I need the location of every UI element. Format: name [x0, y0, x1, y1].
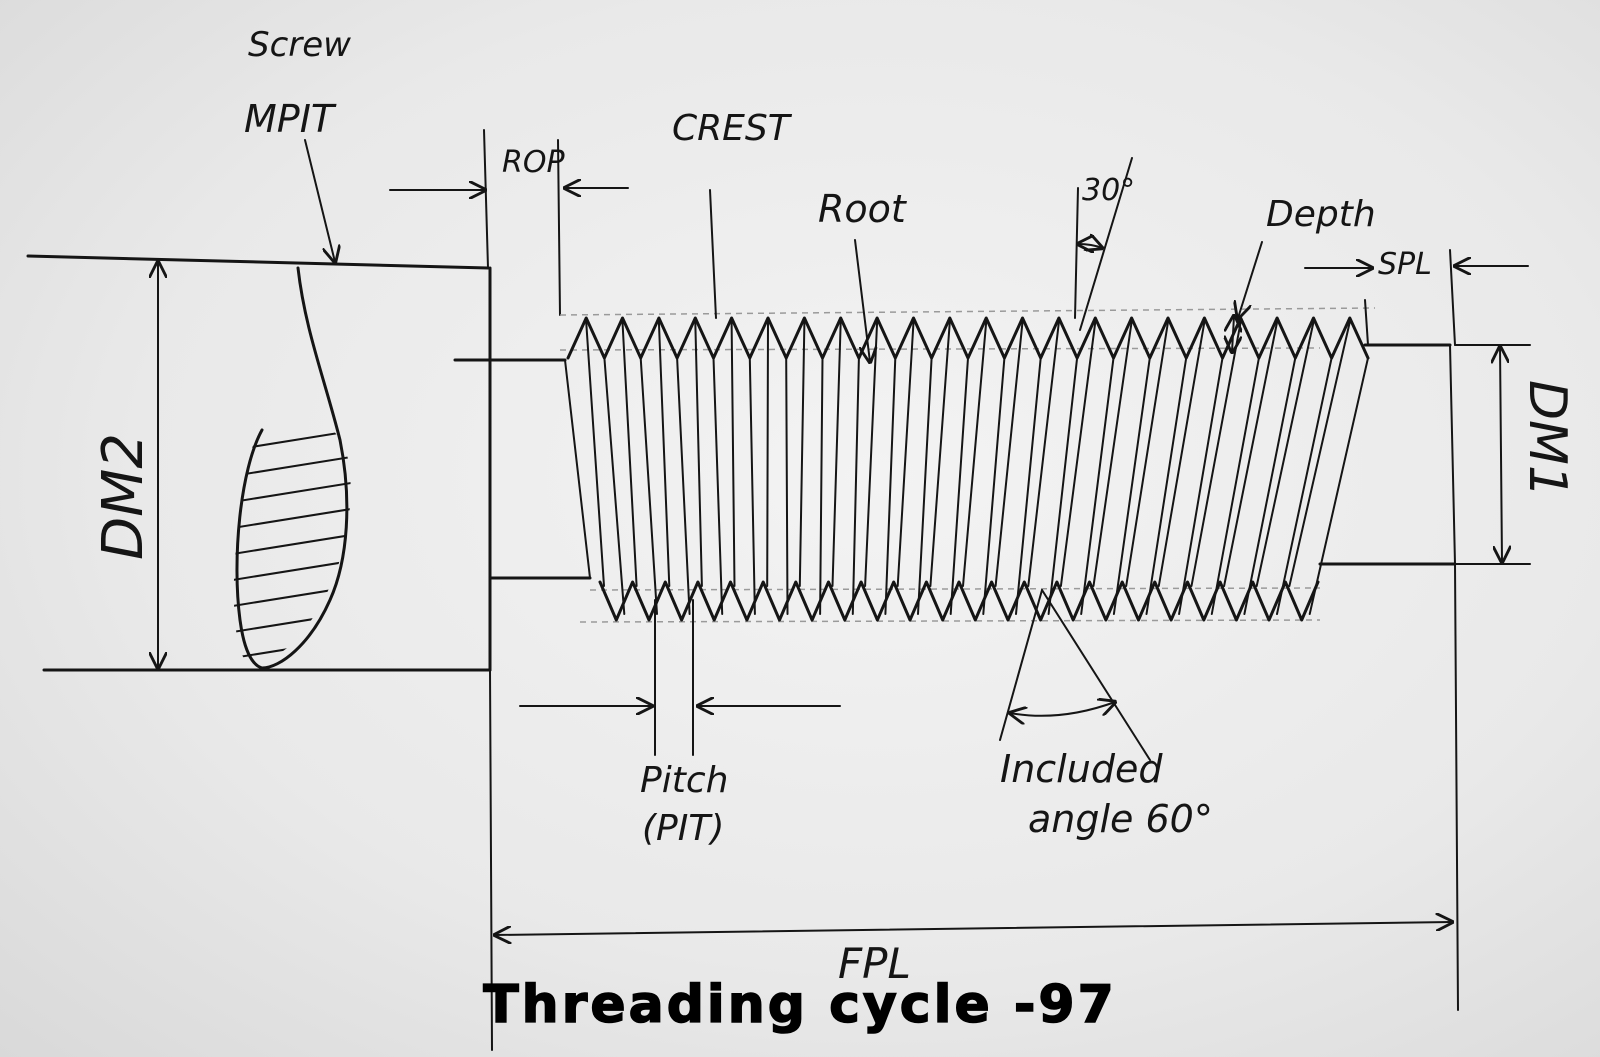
thread-helix-line	[639, 357, 658, 615]
thread-helix-line	[694, 321, 703, 587]
label-pitch: Pitch	[640, 760, 728, 801]
label-spl: SPL	[1378, 247, 1432, 282]
hatch-line	[233, 479, 351, 505]
thread-helix-line	[851, 357, 860, 615]
hatch-line	[233, 609, 351, 635]
thread-helix-line	[748, 357, 756, 615]
thread-helix-line	[1276, 357, 1333, 615]
hatch-line	[233, 557, 351, 583]
hatched-section	[233, 427, 351, 661]
thread-helix-line	[917, 357, 933, 615]
thread-helix-line	[1080, 357, 1115, 615]
thread-helix-line	[1092, 321, 1133, 587]
pitch-dimension	[519, 599, 841, 756]
hatch-line	[233, 453, 351, 479]
thread-helix-line	[1059, 321, 1097, 587]
thread-helix-line	[864, 321, 879, 587]
thread-helix-line	[676, 357, 691, 615]
thread-helix-line	[603, 357, 626, 615]
thread-helix-line	[785, 357, 789, 615]
label-30-degree: 30°	[1082, 173, 1135, 208]
thread-top-profile	[566, 316, 1370, 360]
thread-helix-line	[1243, 357, 1297, 615]
thread-helix-line	[1210, 357, 1260, 615]
label-screw: Screw	[248, 25, 351, 65]
thread-helix-line	[621, 321, 638, 587]
thread-helix-line	[1308, 357, 1369, 615]
root-leader	[854, 239, 870, 362]
thread-helix-line	[994, 321, 1024, 587]
spl-dimension	[1304, 266, 1529, 268]
thread-helix-line	[657, 321, 671, 587]
hatch-line	[233, 505, 351, 531]
thread-helix-line	[1157, 321, 1206, 587]
thread-helix-line	[585, 321, 605, 587]
included-angle-marker	[999, 589, 1151, 761]
label-fpl: FPL	[838, 939, 911, 988]
crest-leader	[709, 189, 717, 319]
thread-helix-line	[896, 321, 915, 587]
shank	[453, 358, 592, 580]
hatch-line	[233, 531, 351, 557]
rop-dimension	[389, 139, 629, 316]
label-mpit: MPIT	[244, 97, 337, 141]
label-pit: (PIT)	[642, 808, 724, 849]
label-included: Included	[1000, 747, 1163, 791]
thread-helix-line	[1112, 357, 1151, 615]
diagram-title: Threading cycle -97	[482, 974, 1117, 1036]
thread-helix-line	[1047, 357, 1079, 615]
label-dm2: DM2	[91, 433, 156, 560]
fpl-dimension	[495, 922, 1452, 935]
thread-helix-line	[831, 321, 842, 587]
angle-30-marker	[1074, 157, 1133, 331]
thread-helix-line	[884, 357, 897, 615]
thread-helix-line	[1223, 321, 1279, 587]
thread-helix-line	[1027, 321, 1060, 587]
thread-helix-line	[1145, 357, 1188, 615]
thread-helix-line	[929, 321, 951, 587]
thread-helix-line	[982, 357, 1006, 615]
stock-body	[26, 129, 493, 1051]
thread-helix-line	[730, 321, 736, 587]
thread-helix-line	[1015, 357, 1042, 615]
label-crest: CREST	[672, 108, 793, 149]
label-angle-60: angle 60°	[1028, 797, 1213, 841]
thread-helix-line	[766, 321, 769, 587]
thread-helix-line	[798, 321, 806, 587]
mpit-leader	[304, 139, 335, 262]
thread-helix-line	[1178, 357, 1224, 615]
dm1-dimension	[1500, 347, 1502, 562]
thread-helix-line	[819, 357, 824, 615]
label-dm1: DM1	[1517, 380, 1577, 498]
label-depth: Depth	[1266, 194, 1376, 235]
hatch-line	[233, 583, 351, 609]
thread-helix-line	[1288, 321, 1351, 587]
right-end	[1318, 249, 1531, 1011]
thread-helix-line	[1125, 321, 1169, 587]
label-rop: ROP	[502, 145, 565, 180]
depth-leader	[1232, 241, 1263, 352]
thread-helix-line	[1190, 321, 1242, 587]
thread-body	[559, 307, 1376, 623]
thread-helix-line	[1255, 321, 1315, 587]
thread-helix-line	[949, 357, 969, 615]
label-root: Root	[818, 187, 908, 231]
thread-bottom-profile	[598, 580, 1320, 622]
thread-helix-line	[712, 357, 724, 615]
hatch-line	[233, 427, 351, 453]
thread-helix-line	[962, 321, 988, 587]
